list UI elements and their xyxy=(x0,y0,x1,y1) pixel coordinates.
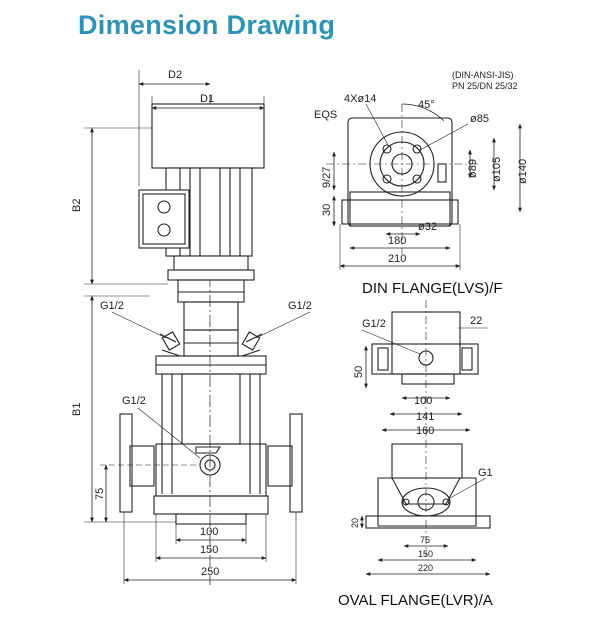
din-d89: ø89 xyxy=(467,159,479,178)
motor xyxy=(138,103,265,281)
oval-g1: G1 xyxy=(478,467,493,479)
label-d2: D2 xyxy=(168,69,182,81)
label-g12-mid: G1/2 xyxy=(122,395,146,407)
din-d85: ø85 xyxy=(470,113,489,125)
label-b1: B1 xyxy=(71,403,83,416)
din-w180: 180 xyxy=(388,235,406,247)
oval-w150: 150 xyxy=(418,549,433,559)
din-holes: 4Xø14 xyxy=(344,93,376,105)
din-flange-drawing xyxy=(326,103,522,270)
oval-w160: 160 xyxy=(416,425,434,437)
oval-g12: G1/2 xyxy=(362,318,386,330)
oval-h20: 20 xyxy=(350,518,360,528)
vent-plug-left xyxy=(159,331,181,357)
din-caption: DIN FLANGE(LVS)/F xyxy=(362,280,503,297)
oval-w141: 141 xyxy=(416,411,434,423)
din-pressure: PN 25/DN 25/32 xyxy=(452,81,518,91)
oval-w100: 100 xyxy=(414,395,432,407)
din-h9: 9/27 xyxy=(321,167,333,188)
din-angle: 45° xyxy=(418,99,435,111)
din-standard: (DIN-ANSI-JIS) xyxy=(452,70,514,80)
oval-w75: 75 xyxy=(420,535,430,545)
din-d140: ø140 xyxy=(517,159,529,184)
din-d105: ø105 xyxy=(491,157,503,182)
label-75: 75 xyxy=(94,488,106,500)
label-g12-right: G1/2 xyxy=(288,300,312,312)
din-eqs: EQS xyxy=(314,109,337,121)
page-title: Dimension Drawing xyxy=(78,10,336,40)
label-b2: B2 xyxy=(71,199,83,212)
pump-sleeve xyxy=(181,373,241,445)
oval-flange-top xyxy=(361,300,488,436)
pump-base xyxy=(119,413,303,525)
label-g12-left: G1/2 xyxy=(100,300,124,312)
label-150: 150 xyxy=(200,544,218,556)
oval-h50: 50 xyxy=(353,366,365,378)
vent-plug-right xyxy=(241,331,263,357)
oval-caption: OVAL FLANGE(LVR)/A xyxy=(338,592,493,609)
label-250: 250 xyxy=(201,566,219,578)
din-h30: 30 xyxy=(321,204,333,216)
din-d32: ø32 xyxy=(418,221,437,233)
din-w210: 210 xyxy=(388,253,406,265)
oval-flange-front xyxy=(360,440,491,576)
label-100: 100 xyxy=(200,526,218,538)
label-d1: D1 xyxy=(200,93,214,105)
coupling xyxy=(177,279,245,357)
oval-w220: 220 xyxy=(418,563,433,573)
pump-elevation xyxy=(84,70,311,585)
oval-d22: 22 xyxy=(470,315,482,327)
